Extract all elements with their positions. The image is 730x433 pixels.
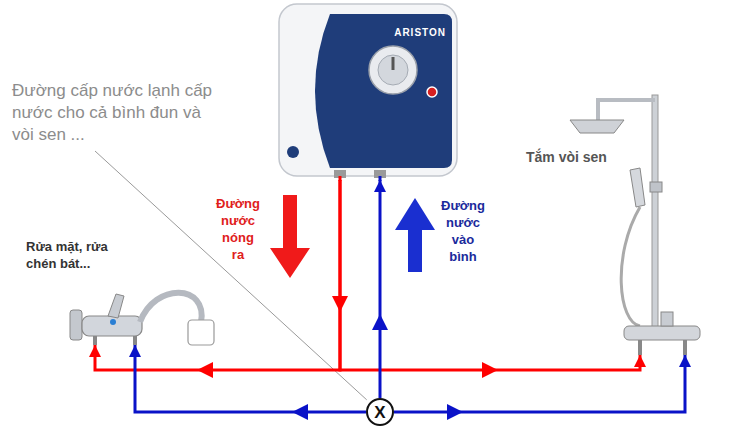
sink-faucet: Rửa mặt, rửa chén bát... — [20, 238, 215, 345]
shutoff-valve: X — [366, 398, 394, 426]
flow-label-box: Đường nước vào bình — [440, 197, 486, 265]
mixer-handle — [661, 312, 673, 326]
wall-flange — [70, 310, 82, 340]
heater-panel — [315, 14, 452, 168]
hand-shower — [630, 168, 645, 207]
shower-inlet — [683, 340, 687, 355]
brand-name: ARISTON — [394, 27, 446, 39]
faucet-body — [82, 316, 142, 336]
water-heater: ARISTON — [275, 0, 460, 180]
shower-hose — [621, 207, 640, 326]
note-text-box: Đường cấp nước lạnh cấp nước cho cả bình… — [12, 80, 217, 146]
fixture-label: Tắm vòi sen — [526, 148, 607, 166]
flow-label: Đường nước nóng ra — [215, 195, 261, 263]
hot-flow-arrow — [270, 195, 310, 278]
flow-arrow — [447, 404, 463, 420]
dial-pointer — [392, 57, 395, 70]
shower-pole — [652, 95, 658, 327]
thermostat-dial — [369, 46, 417, 94]
flow-arrow — [482, 362, 498, 378]
cold-flow-arrow — [395, 198, 435, 272]
faucet-inlet — [133, 336, 137, 345]
note-text: Đường cấp nước lạnh cấp nước cho cả bình… — [12, 80, 217, 146]
hot-water-pipe — [340, 180, 640, 370]
faucet-inlet — [93, 336, 97, 345]
flow-label-box: Đường nước nóng ra — [215, 195, 261, 263]
cold-water-pipe — [394, 355, 685, 412]
hot-water-pipe — [95, 180, 340, 370]
logo-dot — [287, 146, 299, 158]
shower-mixer — [624, 326, 700, 340]
flow-arrow — [197, 362, 213, 378]
shower-set: Tắm vòi sen — [520, 90, 710, 355]
faucet-hose — [140, 293, 202, 322]
flow-arrow — [372, 314, 388, 330]
cold-water-pipe — [379, 180, 382, 398]
shower-inlet — [638, 340, 642, 355]
fixture-label: Rửa mặt, rửa chén bát... — [26, 238, 138, 272]
valve-symbol: X — [374, 404, 385, 421]
shower-head — [570, 120, 624, 133]
faucet-dot — [110, 319, 116, 325]
flow-label: Đường nước vào bình — [440, 197, 486, 265]
shower-arm — [598, 100, 655, 120]
flow-arrow — [332, 296, 348, 312]
flow-arrow — [292, 404, 308, 420]
sprayer-head — [188, 320, 214, 345]
heater-body — [279, 4, 457, 176]
thermostat-knob — [378, 55, 408, 85]
cold-water-pipe — [135, 345, 366, 412]
indicator-light — [427, 87, 437, 97]
hand-holder — [650, 182, 662, 192]
faucet-lever — [108, 294, 124, 318]
